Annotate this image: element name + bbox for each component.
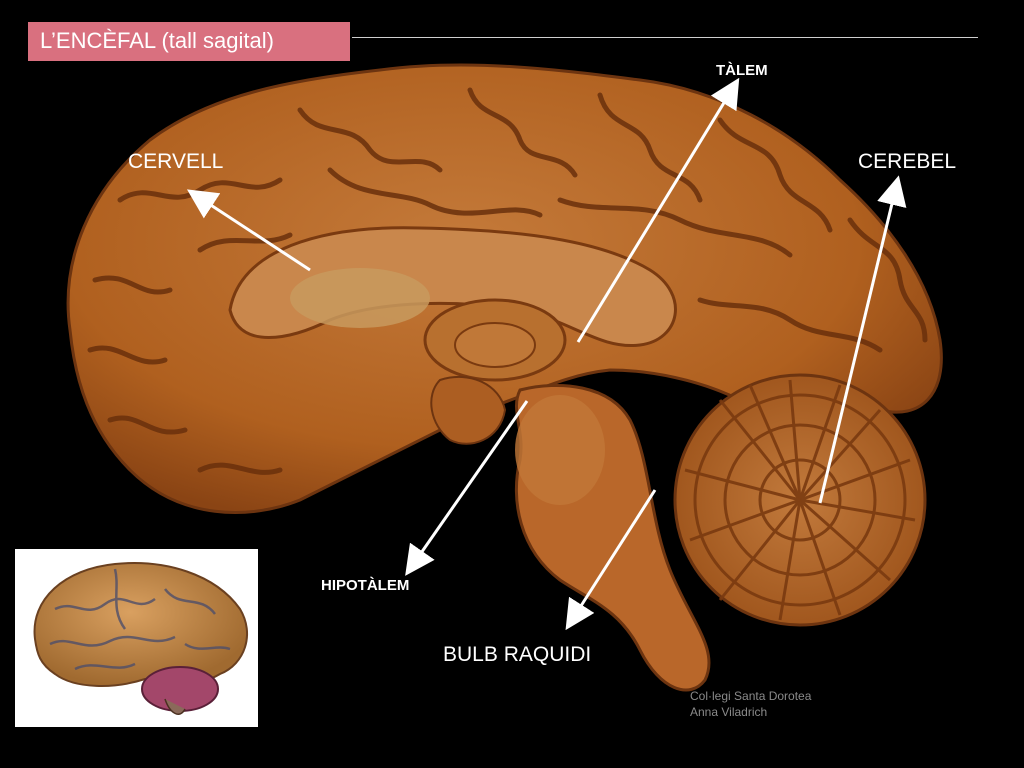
credit-text: Col·legi Santa Dorotea Anna Viladrich <box>690 688 811 720</box>
slide-title: L’ENCÈFAL (tall sagital) <box>28 22 350 62</box>
gyri-sulci <box>87 87 928 475</box>
label-bulb-raquidi: BULB RAQUIDI <box>443 643 592 666</box>
cerebellum <box>673 373 927 627</box>
arrow-hipotalem <box>405 400 529 576</box>
credit-author: Anna Viladrich <box>690 705 768 719</box>
arrow-cerebel <box>818 175 907 504</box>
label-talem: TÀLEM <box>716 62 768 79</box>
inset-brain-photo <box>15 549 258 727</box>
inset-brain-illustration <box>33 562 249 715</box>
septum <box>290 268 430 328</box>
hypothalamus-region <box>430 375 507 445</box>
arrow-bulb <box>565 489 657 631</box>
credit-school: Col·legi Santa Dorotea <box>690 689 812 703</box>
arrow-cervell <box>186 189 311 272</box>
label-cerebel: CEREBEL <box>858 150 957 173</box>
label-hipotalem: HIPOTÀLEM <box>321 577 410 594</box>
arrow-talem <box>576 77 740 343</box>
inset-cerebellum <box>141 666 219 712</box>
title-rule <box>352 37 978 38</box>
pointer-arrows <box>186 77 907 631</box>
label-cervell: CERVELL <box>128 150 224 173</box>
